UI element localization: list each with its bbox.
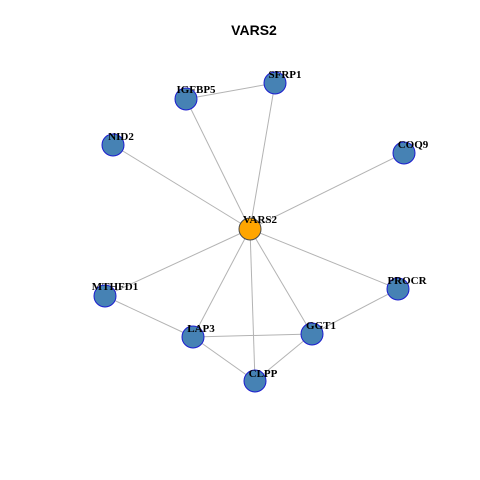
node-circle-igfbp5 xyxy=(174,87,198,111)
edge-igfbp5-sfrp1 xyxy=(185,82,276,100)
edge-vars2-igfbp5 xyxy=(185,98,251,230)
edge-ggt1-clpp xyxy=(254,333,313,382)
node-label-igfbp5: IGFBP5 xyxy=(176,84,216,96)
node-label-procr: PROCR xyxy=(387,275,427,287)
diagram-title: VARS2 xyxy=(231,22,277,38)
node-circle-coq9 xyxy=(392,141,416,165)
edge-lap3-clpp xyxy=(192,336,256,382)
edge-vars2-nid2 xyxy=(112,144,251,230)
node-ggt1: GGT1 xyxy=(300,320,336,346)
edge-mthfd1-lap3 xyxy=(104,295,194,338)
node-igfbp5: IGFBP5 xyxy=(174,84,216,111)
node-circle-ggt1 xyxy=(300,322,324,346)
node-nid2: NID2 xyxy=(101,131,134,157)
node-label-clpp: CLPP xyxy=(249,368,278,380)
edge-vars2-mthfd1 xyxy=(104,228,251,297)
node-label-lap3: LAP3 xyxy=(187,323,215,335)
node-label-ggt1: GGT1 xyxy=(306,320,336,332)
edge-lap3-ggt1 xyxy=(192,333,313,338)
node-label-mthfd1: MTHFD1 xyxy=(92,281,138,293)
edge-ggt1-procr xyxy=(311,288,399,335)
node-clpp: CLPP xyxy=(243,368,278,393)
node-mthfd1: MTHFD1 xyxy=(92,281,138,308)
node-lap3: LAP3 xyxy=(181,323,215,349)
node-circle-clpp xyxy=(243,369,267,393)
node-sfrp1: SFRP1 xyxy=(263,69,302,95)
node-coq9: COQ9 xyxy=(392,139,429,165)
node-circle-mthfd1 xyxy=(93,284,117,308)
node-circle-lap3 xyxy=(181,325,205,349)
node-circle-procr xyxy=(386,277,410,301)
node-label-coq9: COQ9 xyxy=(398,139,429,151)
node-label-nid2: NID2 xyxy=(108,131,134,143)
edge-layer xyxy=(104,82,405,382)
node-label-vars2: VARS2 xyxy=(243,214,278,226)
edge-vars2-clpp xyxy=(249,228,256,382)
node-circle-nid2 xyxy=(101,133,125,157)
node-circle-sfrp1 xyxy=(263,71,287,95)
edge-vars2-sfrp1 xyxy=(249,82,276,230)
edge-vars2-lap3 xyxy=(192,228,251,338)
edge-vars2-coq9 xyxy=(249,152,405,230)
node-vars2: VARS2 xyxy=(238,214,278,241)
node-procr: PROCR xyxy=(386,275,428,301)
edge-vars2-ggt1 xyxy=(249,228,313,335)
edge-vars2-procr xyxy=(249,228,399,290)
node-circle-vars2 xyxy=(238,217,262,241)
node-label-sfrp1: SFRP1 xyxy=(269,69,302,81)
